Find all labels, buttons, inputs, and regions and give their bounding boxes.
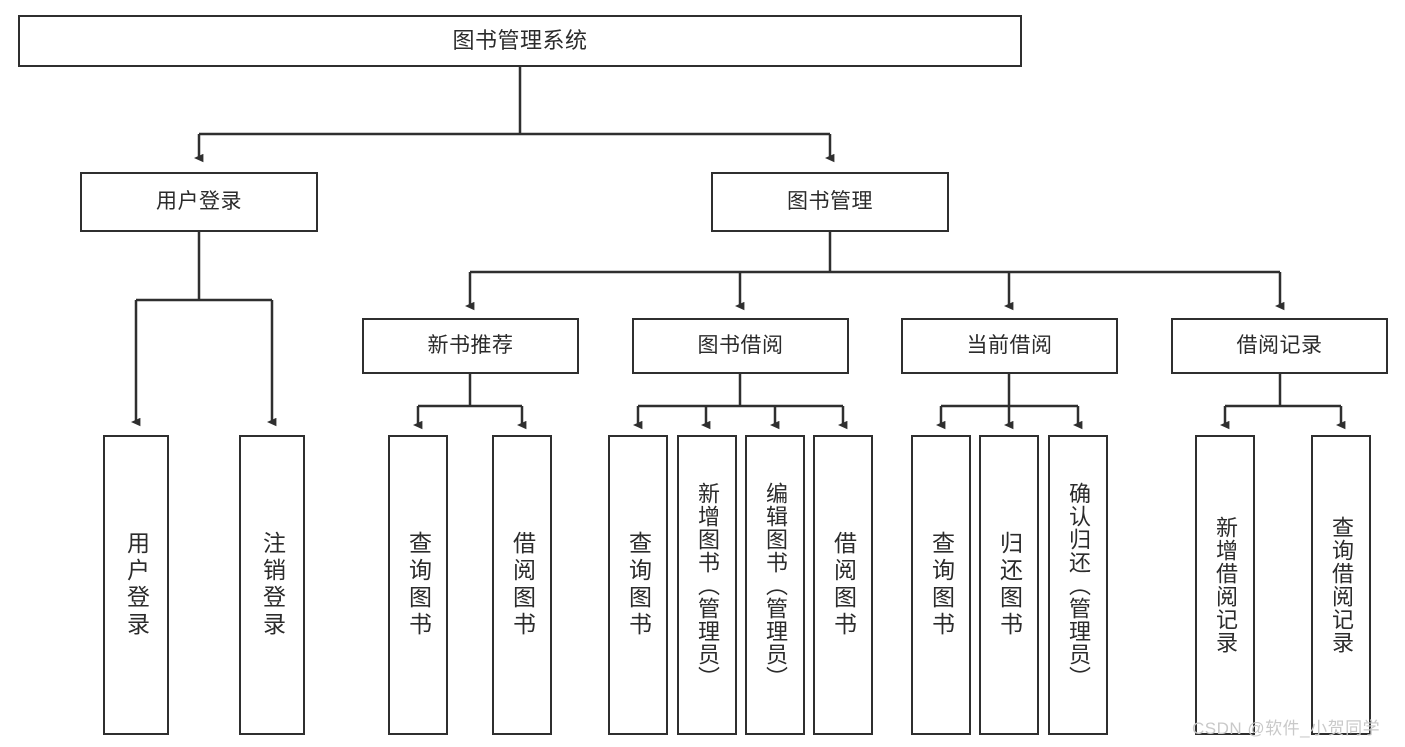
node-label: 注销登录 [259,531,286,639]
node-label: 当前借阅 [966,333,1053,357]
leaf-book-borrow-query[interactable]: 查询图书 [608,435,668,735]
node-book-borrow[interactable]: 图书借阅 [632,318,849,374]
node-root-system[interactable]: 图书管理系统 [18,15,1022,67]
node-label: 归还图书 [996,531,1023,639]
node-label: 编辑图书（管理员） [763,481,788,689]
node-book-management[interactable]: 图书管理 [711,172,949,232]
leaf-new-books-borrow[interactable]: 借阅图书 [492,435,552,735]
node-label: 查询图书 [928,531,955,639]
node-current-borrow[interactable]: 当前借阅 [901,318,1118,374]
node-label: 借阅记录 [1236,333,1323,357]
node-label: 查询图书 [405,531,432,639]
node-label: 新增借阅记录 [1213,516,1238,654]
node-label: 查询借阅记录 [1329,516,1354,654]
node-label: 新书推荐 [427,333,514,357]
node-label: 图书管理 [787,189,873,213]
node-label: 用户登录 [156,189,242,213]
node-label: 借阅图书 [830,531,857,639]
leaf-borrow-record-query[interactable]: 查询借阅记录 [1311,435,1371,735]
node-label: 图书管理系统 [452,28,588,54]
node-borrow-record[interactable]: 借阅记录 [1171,318,1388,374]
leaf-current-borrow-query[interactable]: 查询图书 [911,435,971,735]
leaf-user-login-signout[interactable]: 注销登录 [239,435,305,735]
leaf-book-borrow-borrow[interactable]: 借阅图书 [813,435,873,735]
leaf-new-books-query[interactable]: 查询图书 [388,435,448,735]
leaf-current-borrow-return[interactable]: 归还图书 [979,435,1039,735]
node-new-book-recommend[interactable]: 新书推荐 [362,318,579,374]
node-label: 用户登录 [123,531,150,639]
node-label: 查询图书 [625,531,652,639]
node-user-login[interactable]: 用户登录 [80,172,318,232]
leaf-borrow-record-add[interactable]: 新增借阅记录 [1195,435,1255,735]
leaf-current-borrow-confirm-return[interactable]: 确认归还（管理员） [1048,435,1108,735]
node-label: 确认归还（管理员） [1066,481,1091,689]
node-label: 借阅图书 [509,531,536,639]
watermark-text: CSDN @软件_小贺同学 [1192,719,1381,738]
node-label: 新增图书（管理员） [695,481,720,689]
node-label: 图书借阅 [697,333,784,357]
leaf-book-borrow-edit[interactable]: 编辑图书（管理员） [745,435,805,735]
leaf-user-login-signin[interactable]: 用户登录 [103,435,169,735]
leaf-book-borrow-add[interactable]: 新增图书（管理员） [677,435,737,735]
